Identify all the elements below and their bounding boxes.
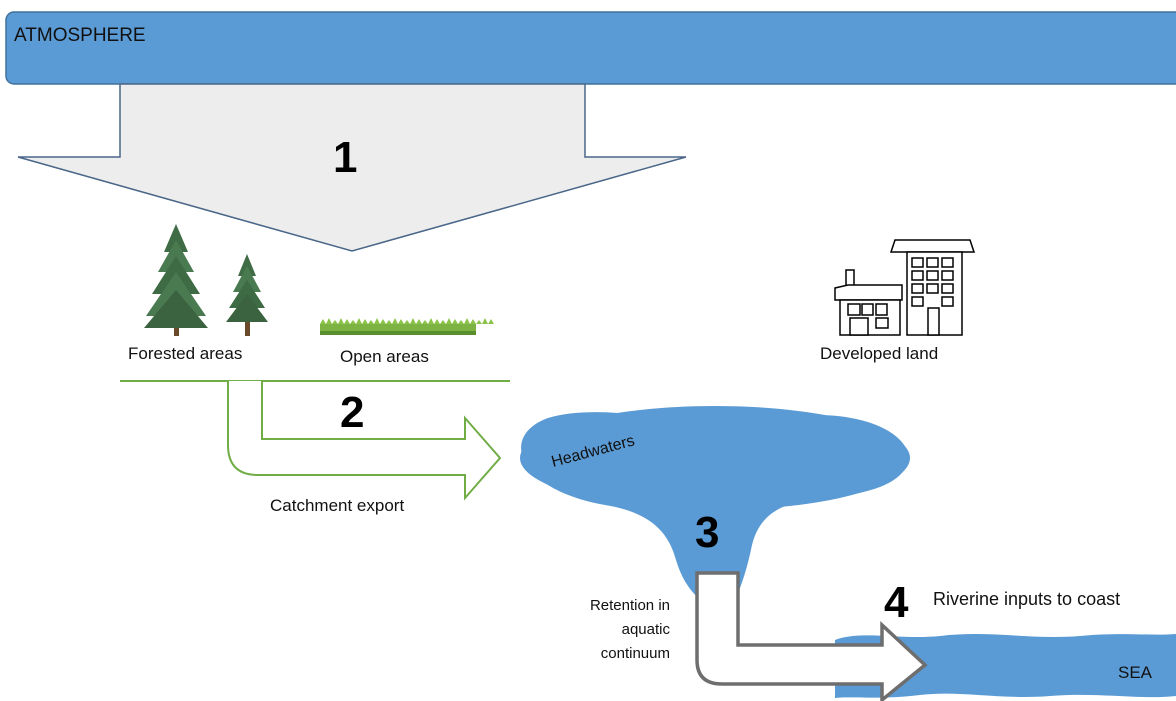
step-3-label: 3 — [695, 508, 719, 557]
step-1-label: 1 — [333, 133, 357, 182]
deposition-arrow: 1 — [17, 83, 687, 252]
developed-land-icon — [834, 239, 976, 336]
apartment-building-icon — [889, 239, 976, 336]
retention-label-line2: aquatic — [622, 621, 671, 638]
headwaters-water: Headwaters 3 — [520, 406, 910, 600]
step-2-label: 2 — [340, 388, 364, 437]
pine-tree-icon — [144, 224, 208, 336]
sea-label: SEA — [1118, 663, 1153, 682]
house-icon — [834, 269, 903, 336]
atmosphere-label: ATMOSPHERE — [14, 25, 146, 46]
riverine-inputs-label: Riverine inputs to coast — [933, 589, 1120, 609]
forest-icon — [144, 224, 268, 336]
grass-icon — [320, 318, 494, 335]
open-areas-label: Open areas — [340, 347, 429, 366]
retention-arrow — [695, 571, 928, 701]
pine-tree-icon — [226, 254, 268, 336]
forested-areas-label: Forested areas — [128, 344, 242, 363]
catchment-export-label: Catchment export — [270, 496, 404, 515]
step-4-label: 4 — [884, 578, 909, 627]
developed-land-label: Developed land — [820, 344, 938, 363]
catchment-export-arrow: 2 — [227, 381, 502, 501]
atmosphere-bar: ATMOSPHERE — [5, 11, 1176, 85]
sea-water: SEA — [835, 634, 1176, 698]
retention-label-line3: continuum — [601, 645, 670, 662]
retention-label-line1: Retention in — [590, 597, 670, 614]
